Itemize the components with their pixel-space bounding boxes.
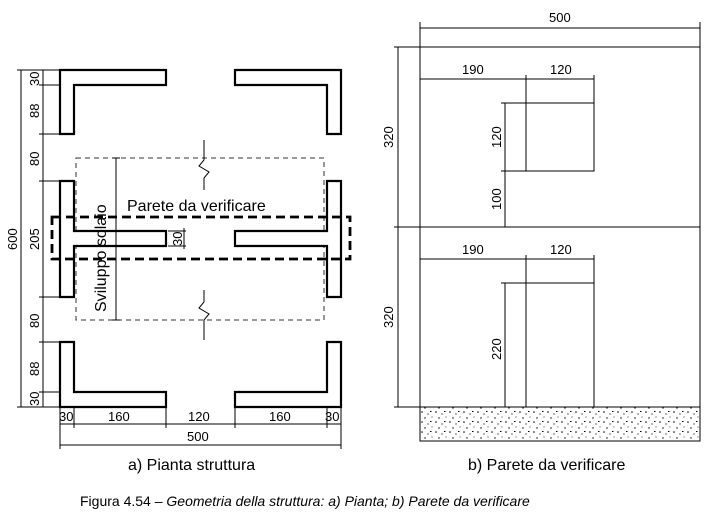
dim-left-3: 205: [27, 228, 42, 250]
dim-bottom-4: 30: [325, 409, 339, 424]
dim-left-1: 88: [27, 104, 42, 118]
dim-gap: 30: [170, 232, 185, 246]
window-opening: [525, 102, 595, 172]
slab-label: Sviluppo solaio: [93, 204, 110, 312]
dim-wall-top: 500: [549, 10, 571, 25]
caption-prefix: Figura 4.54 –: [80, 493, 166, 509]
plan-bottom-dims: 30 160 120 160 30 500: [59, 407, 342, 449]
corner-wall-bottom-left: [58, 340, 168, 409]
plan-view: Sviluppo solaio Parete da verificare 30 …: [5, 68, 352, 474]
foundation: [419, 406, 701, 442]
figure-caption: Figura 4.54 – Geometria della struttura:…: [80, 493, 530, 509]
dim-upper-sill: 100: [489, 188, 504, 210]
dim-bottom-3: 160: [269, 409, 291, 424]
central-wall-right: [233, 179, 343, 299]
dim-lower-opening: 120: [550, 242, 572, 257]
door-opening: [525, 282, 595, 408]
dim-lower-height: 220: [489, 338, 504, 360]
corner-wall-top-left: [58, 68, 168, 136]
wall-subcaption: b) Parete da verificare: [468, 457, 626, 474]
dim-lower-left: 190: [462, 242, 484, 257]
break-mark-top: [198, 140, 210, 190]
corner-wall-bottom-right: [233, 340, 343, 409]
dim-upper-storey: 320: [381, 126, 396, 148]
verification-band: [50, 215, 352, 261]
wall-view: 500 190 120 120 100 320 320 190 120 220 …: [381, 10, 701, 474]
caption-text: Geometria della struttura: a) Pianta; b)…: [166, 493, 530, 509]
dim-total-height: 600: [5, 228, 20, 250]
corner-wall-top-right: [233, 68, 343, 136]
dim-total-width: 500: [187, 429, 209, 444]
dim-bottom-0: 30: [59, 409, 73, 424]
dim-upper-left: 190: [462, 62, 484, 77]
verify-label: Parete da verificare: [127, 198, 266, 215]
break-mark-bottom: [198, 290, 210, 340]
dim-left-4: 80: [27, 314, 42, 328]
dim-lower-storey: 320: [381, 306, 396, 328]
dim-left-0: 30: [27, 72, 42, 86]
dim-left-6: 30: [27, 392, 42, 406]
dim-upper-height: 120: [489, 126, 504, 148]
dim-left-5: 88: [27, 362, 42, 376]
plan-left-dims: 30 88 80 205 80 88 30 600: [5, 69, 60, 408]
plan-subcaption: a) Pianta struttura: [128, 457, 255, 474]
dim-bottom-2: 120: [188, 409, 210, 424]
central-wall-left: [58, 179, 168, 299]
dim-upper-opening: 120: [550, 62, 572, 77]
dim-left-2: 80: [27, 152, 42, 166]
dim-bottom-1: 160: [108, 409, 130, 424]
